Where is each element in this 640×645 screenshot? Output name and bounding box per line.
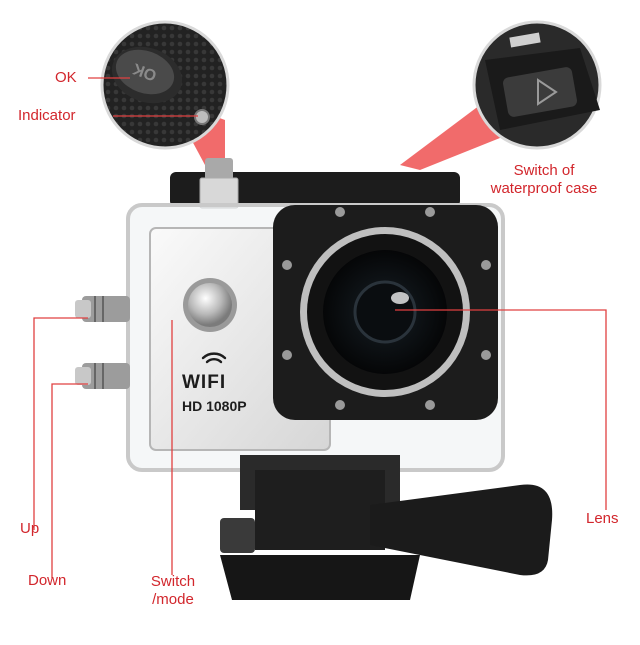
lens-housing [273, 205, 498, 420]
leader-lines [33, 77, 607, 578]
callout-up: Up [20, 520, 40, 537]
wifi-icon [201, 352, 227, 364]
callout-lens: Lens [586, 510, 619, 527]
zoom-circle-latch [472, 20, 602, 150]
callout-down: Down [28, 572, 67, 589]
housing-top [170, 158, 460, 209]
callout-switch-mode-line2: /mode [152, 591, 194, 608]
zoom-circle-ok [100, 20, 230, 150]
camera-wifi-text: WIFI [182, 372, 227, 393]
callout-switch-mode-line1: Switch [150, 573, 196, 590]
callout-indicator: Indicator [18, 107, 76, 124]
down-button [75, 363, 130, 389]
callout-ok: OK [55, 69, 77, 86]
tripod-mount [220, 455, 553, 600]
callout-switch-case-line1: Switch of [513, 162, 575, 179]
callout-switch-mode: Switch /mode [138, 573, 208, 609]
callout-switch-case: Switch of waterproof case [478, 162, 610, 198]
up-button [75, 296, 130, 322]
camera-resolution-text: HD 1080P [182, 398, 247, 414]
mode-button [183, 278, 237, 332]
callout-switch-case-line2: waterproof case [490, 180, 598, 197]
